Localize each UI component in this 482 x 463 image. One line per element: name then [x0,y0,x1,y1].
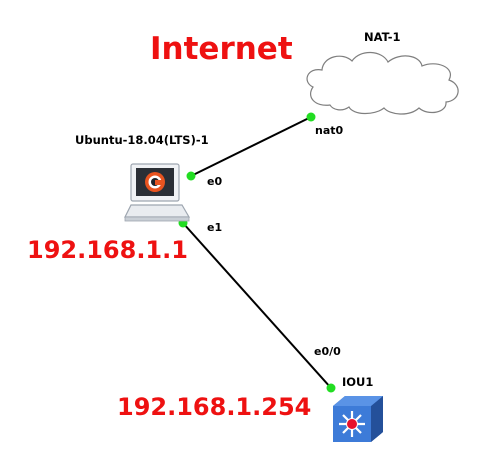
nat-node[interactable]: NAT-1 [306,30,459,115]
iou-node[interactable]: IOU1 [333,375,383,442]
port-status-nat0 [306,112,316,122]
computer-icon [124,163,191,222]
ubuntu-node[interactable]: Ubuntu-18.04(LTS)-1 [75,133,209,222]
link-ubuntu-iou[interactable] [182,222,332,389]
port-status-iou-e0-0 [326,383,336,393]
port-label-iou-e0-0: e0/0 [314,345,341,358]
switch-icon [333,396,383,442]
ubuntu-ip-annotation[interactable]: 192.168.1.1 [27,236,188,264]
iou-node-label: IOU1 [342,375,373,389]
port-label-ubuntu-e0: e0 [207,175,222,188]
cloud-icon [306,51,459,115]
iou-ip-annotation[interactable]: 192.168.1.254 [117,393,311,421]
ubuntu-node-label: Ubuntu-18.04(LTS)-1 [75,133,209,147]
port-label-nat0: nat0 [315,124,344,137]
link-ubuntu-nat[interactable] [190,116,312,177]
nat-node-label: NAT-1 [364,30,401,44]
internet-annotation[interactable]: Internet [150,31,293,67]
port-status-ubuntu-e0 [186,171,196,181]
port-label-ubuntu-e1: e1 [207,221,222,234]
